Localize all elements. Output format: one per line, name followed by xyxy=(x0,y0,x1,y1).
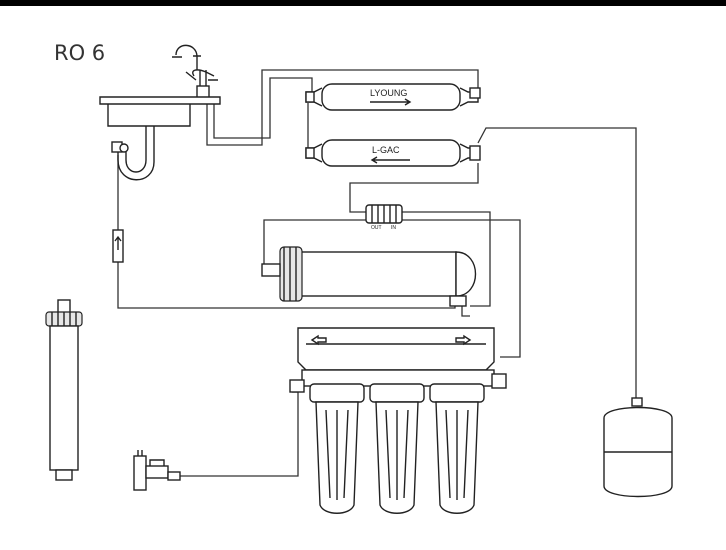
drain-flow-valve xyxy=(112,229,124,263)
filter-bottom-label: L-GAC xyxy=(372,145,400,155)
sink-icon xyxy=(99,96,221,105)
pressure-tank xyxy=(603,397,673,498)
prefilter-housing-2 xyxy=(369,383,425,514)
faucet-icon xyxy=(172,44,218,98)
ro-membrane-housing xyxy=(261,246,477,307)
restrictor-in-label: IN xyxy=(391,225,396,231)
drain-trap-icon xyxy=(117,126,155,181)
spare-membrane-cartridge xyxy=(45,299,83,481)
inlet-feed-valve xyxy=(133,450,181,491)
flow-restrictor: OUT IN xyxy=(365,204,403,231)
sink-and-faucet xyxy=(99,44,221,181)
filter-top-label: LYOUNG xyxy=(370,88,407,98)
mounting-bracket xyxy=(297,327,495,371)
top-border-bar xyxy=(0,0,726,6)
inline-filter-top: LYOUNG xyxy=(305,83,481,111)
prefilter-housing-1 xyxy=(309,383,365,514)
restrictor-out-label: OUT xyxy=(371,225,382,231)
inline-filter-bottom: L-GAC xyxy=(305,139,481,167)
prefilter-housing-3 xyxy=(429,383,485,514)
model-label: RO 6 xyxy=(54,41,105,65)
pre-filter-bank xyxy=(289,327,507,514)
